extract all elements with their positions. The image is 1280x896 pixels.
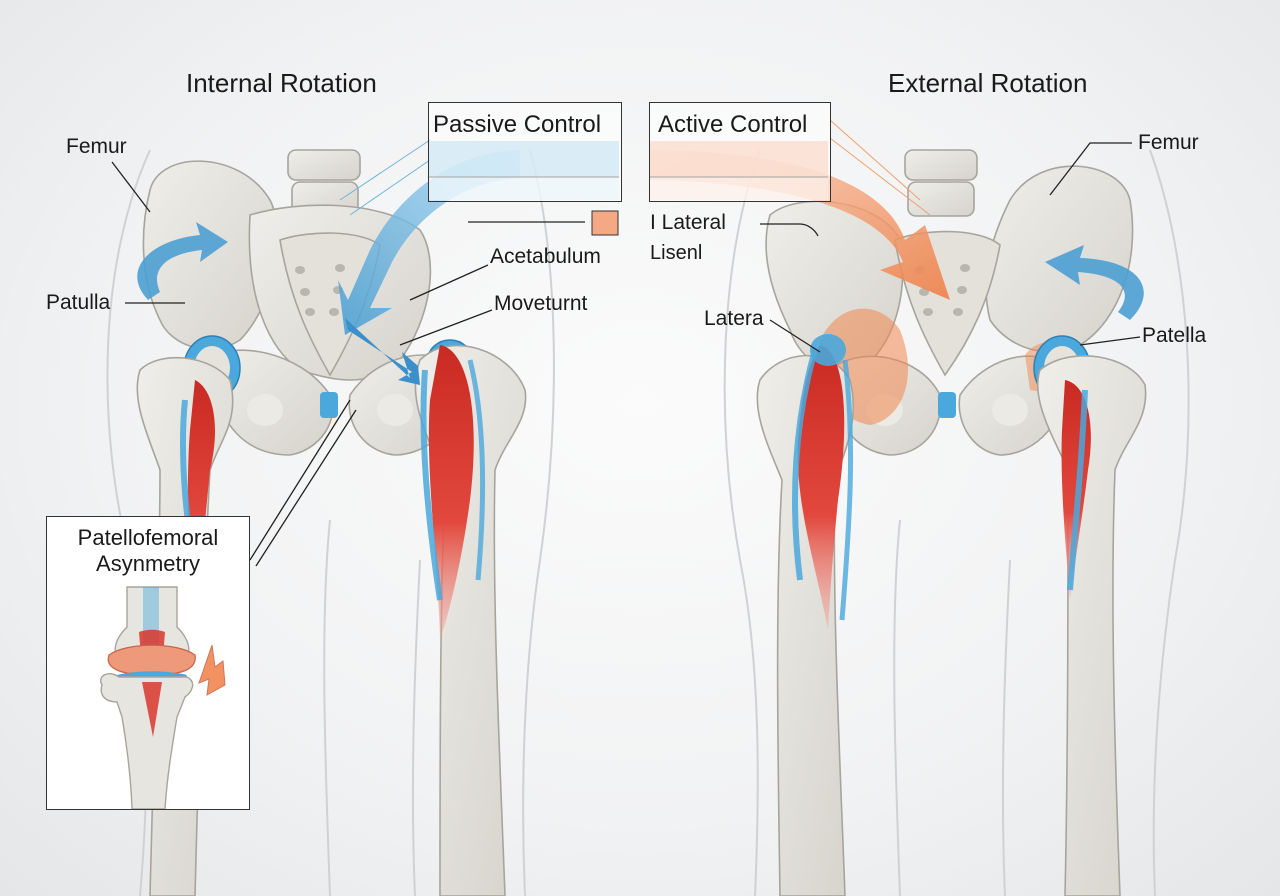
tendon-right-inner xyxy=(792,349,818,581)
passive-control-label: Passive Control xyxy=(433,111,602,138)
leader-lines xyxy=(111,142,1141,567)
tendon-right-inner-b xyxy=(839,359,854,621)
title-internal-rotation: Internal Rotation xyxy=(186,68,377,98)
lisenl-legend-label: Lisenl xyxy=(650,242,703,264)
legend-connector-lines-orange xyxy=(829,119,931,216)
knee-illustration xyxy=(100,586,226,809)
label-patella: Patella xyxy=(1142,324,1207,347)
muscle-right-inner xyxy=(797,345,845,630)
label-patulla: Patulla xyxy=(46,291,111,314)
pubic-symphysis-right xyxy=(938,392,956,418)
rotation-arrow-left xyxy=(137,222,228,300)
label-moveturnt: Moveturnt xyxy=(494,292,588,315)
femur-right-outer xyxy=(1036,355,1147,896)
muscle-left-inner xyxy=(428,345,474,640)
tendon-left-inner-b xyxy=(467,359,486,581)
title-external-rotation: External Rotation xyxy=(888,68,1088,98)
lateral-swatch xyxy=(591,210,619,236)
label-femur-right: Femur xyxy=(1138,131,1199,154)
label-latera: Latera xyxy=(704,307,764,330)
movement-arrow-left xyxy=(345,318,420,385)
pubic-symphysis-left xyxy=(320,392,338,418)
hip-joint-right-inner xyxy=(810,334,846,366)
lateral-legend-label: I Lateral xyxy=(650,211,726,234)
inset-title: Patellofemoral Asynmetry xyxy=(77,525,219,576)
patellofemoral-inset: Patellofemoral Asynmetry xyxy=(46,516,250,810)
rotation-arrow-right xyxy=(1045,245,1144,320)
label-femur-left: Femur xyxy=(66,135,127,158)
active-control-label: Active Control xyxy=(658,111,808,138)
foramen-holes-left xyxy=(247,264,413,426)
body-outline-right xyxy=(723,149,1190,896)
tendon-right-outer xyxy=(1067,389,1088,591)
label-acetabulum: Acetabulum xyxy=(490,245,601,268)
active-control-legend: Active Control xyxy=(649,102,831,202)
tendon-left-inner xyxy=(420,369,443,601)
legend-connector-lines xyxy=(339,139,431,216)
passive-control-legend: Passive Control xyxy=(428,102,622,202)
